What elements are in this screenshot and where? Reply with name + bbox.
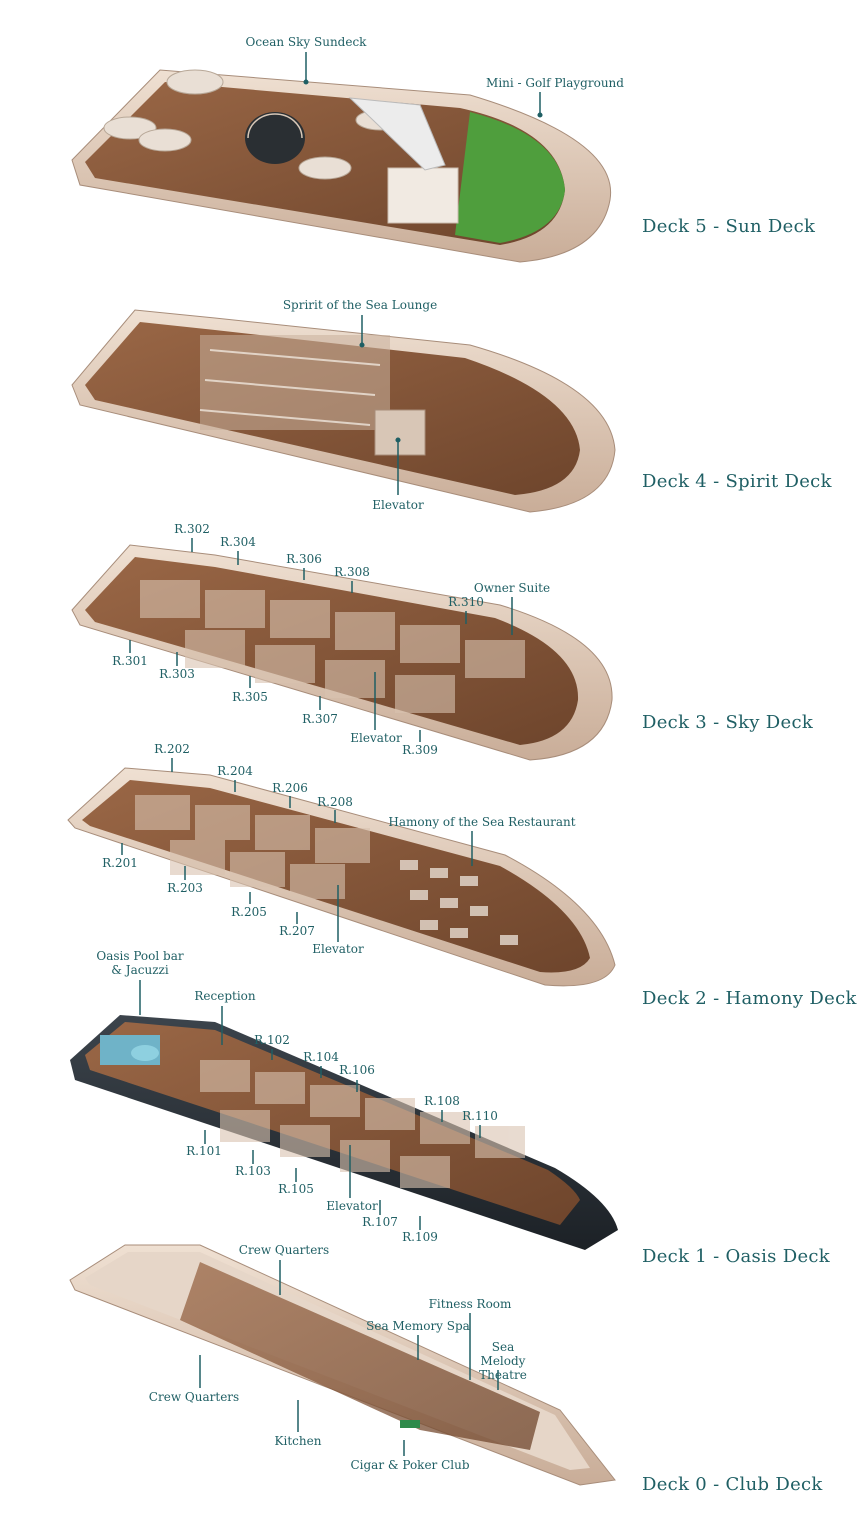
label-elevator-deck1: Elevator (326, 1199, 378, 1213)
golf-green (455, 112, 565, 243)
label-crew-quarters-bottom: Crew Quarters (148, 1390, 240, 1404)
deck2-title: Deck 2 - Hamony Deck (642, 988, 857, 1009)
deck4-title: Deck 4 - Spirit Deck (642, 471, 832, 492)
label-r208: R.208 (317, 795, 353, 809)
label-r310: R.310 (448, 595, 484, 609)
deck1-title: Deck 1 - Oasis Deck (642, 1246, 830, 1267)
label-r201: R.201 (102, 856, 138, 870)
label-reception: Reception (194, 989, 256, 1003)
label-r203: R.203 (167, 881, 203, 895)
label-r104: R.104 (303, 1050, 339, 1064)
label-r309: R.309 (402, 743, 438, 757)
label-r308: R.308 (334, 565, 370, 579)
label-r306: R.306 (286, 552, 322, 566)
label-oasis-pool-bar: Oasis Pool bar & Jacuzzi (96, 949, 184, 977)
label-r105: R.105 (278, 1182, 314, 1196)
label-r110: R.110 (462, 1109, 498, 1123)
label-r301: R.301 (112, 654, 148, 668)
label-elevator-deck3: Elevator (350, 731, 402, 745)
deck3-title: Deck 3 - Sky Deck (642, 712, 814, 733)
deck0-title: Deck 0 - Club Deck (642, 1474, 823, 1495)
label-r206: R.206 (272, 781, 308, 795)
label-mini-golf: Mini - Golf Playground (486, 76, 624, 90)
label-crew-quarters-top: Crew Quarters (238, 1243, 330, 1257)
label-r204: R.204 (217, 764, 253, 778)
label-r106: R.106 (339, 1063, 375, 1077)
label-r101: R.101 (186, 1144, 222, 1158)
label-r307: R.307 (302, 712, 338, 726)
label-r205: R.205 (231, 905, 267, 919)
label-r103: R.103 (235, 1164, 271, 1178)
label-r303: R.303 (159, 667, 195, 681)
label-r109: R.109 (402, 1230, 438, 1244)
label-elevator-deck2: Elevator (312, 942, 364, 956)
label-r202: R.202 (154, 742, 190, 756)
label-restaurant: Hamony of the Sea Restaurant (388, 815, 576, 829)
label-kitchen: Kitchen (274, 1434, 322, 1448)
label-r102: R.102 (254, 1033, 290, 1047)
sundeck-bar (387, 167, 459, 224)
label-owner-suite: Owner Suite (473, 581, 551, 595)
label-r207: R.207 (279, 924, 315, 938)
label-elevator-deck4: Elevator (372, 498, 424, 512)
label-cigar-poker-club: Cigar & Poker Club (350, 1458, 470, 1472)
label-sea-memory-spa: Sea Memory Spa (366, 1319, 470, 1333)
label-sea-melody-theatre: Sea Melody Theatre (479, 1340, 527, 1382)
label-r302: R.302 (174, 522, 210, 536)
label-ocean-sky-sundeck: Ocean Sky Sundeck (245, 35, 367, 49)
label-r107: R.107 (362, 1215, 398, 1229)
label-lounge: Spririt of the Sea Lounge (282, 298, 438, 312)
label-r108: R.108 (424, 1094, 460, 1108)
label-fitness-room: Fitness Room (428, 1297, 512, 1311)
label-r304: R.304 (220, 535, 256, 549)
label-r305: R.305 (232, 690, 268, 704)
deck5-title: Deck 5 - Sun Deck (642, 216, 816, 237)
